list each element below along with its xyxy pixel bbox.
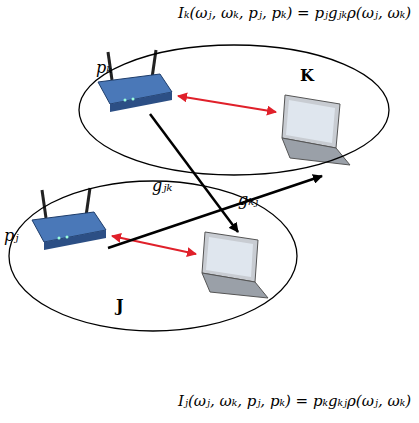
- cell-name: J: [116, 296, 124, 315]
- gain-label: gⱼₖ: [152, 176, 172, 195]
- link-arrow: [112, 236, 196, 254]
- power-label: pₖ: [96, 58, 112, 77]
- link-arrow: [178, 96, 276, 112]
- power-label: pⱼ: [4, 226, 18, 245]
- laptop-icon: [202, 232, 268, 298]
- ellipse-outline: [78, 44, 390, 176]
- gain-label: gₖⱼ: [238, 190, 258, 209]
- cell-ellipse: K: [78, 44, 390, 176]
- interference-formula: Iₖ(ωⱼ, ωₖ, pⱼ, pₖ) = pⱼgⱼₖρ(ωⱼ, ωₖ): [178, 4, 411, 22]
- router-icon: [32, 188, 106, 250]
- cell-name: K: [300, 66, 314, 85]
- laptop-icon: [282, 95, 350, 165]
- interference-formula: Iⱼ(ωⱼ, ωₖ, pⱼ, pₖ) = pₖgₖⱼρ(ωⱼ, ωₖ): [178, 392, 411, 410]
- interference-arrow: [108, 176, 322, 248]
